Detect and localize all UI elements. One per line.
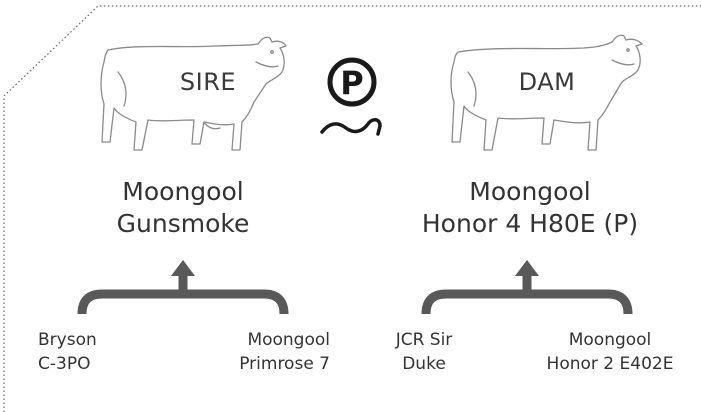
poll-letter: P	[340, 64, 363, 102]
sire-brace	[77, 289, 289, 315]
dam-label: DAM	[518, 68, 576, 96]
sire-name-line2: Gunsmoke	[116, 209, 250, 238]
sire-parent-1: Bryson C-3PO	[38, 328, 97, 376]
cow-outline-icon	[450, 34, 643, 151]
dam-parent-1-line1: JCR Sir	[395, 330, 453, 350]
sire-name-line1: Moongool	[122, 177, 244, 206]
sire-parent-1-line1: Bryson	[38, 330, 97, 350]
dam-arrow-head	[515, 260, 539, 276]
dam-name-line1: Moongool	[469, 177, 591, 206]
sire-label: SIRE	[179, 68, 237, 96]
sire-parent-1-line2: C-3PO	[38, 354, 91, 374]
sire-parent-2-line1: Moongool	[247, 330, 330, 350]
dam-parent-2-line1: Moongool	[568, 330, 652, 350]
sire-name: Moongool Gunsmoke	[33, 176, 333, 240]
bull-outline-icon	[100, 36, 287, 151]
dam-parent-1-line2: Duke	[402, 354, 446, 374]
dam-parent-2: Moongool Honor 2 E402E	[532, 328, 688, 376]
dam-name-line2: Honor 4 H80E (P)	[421, 209, 639, 238]
polled-p-icon: P	[320, 57, 382, 136]
dam-name: Moongool Honor 4 H80E (P)	[380, 176, 680, 240]
dam-parent-1: JCR Sir Duke	[384, 328, 464, 376]
sire-parent-2-line2: Primrose 7	[239, 354, 330, 374]
sire-parent-2: Moongool Primrose 7	[212, 328, 330, 376]
dam-parent-2-line2: Honor 2 E402E	[546, 354, 674, 374]
sire-arrow-head	[171, 260, 195, 276]
pedigree-braces	[77, 260, 633, 315]
dam-brace	[421, 289, 633, 315]
